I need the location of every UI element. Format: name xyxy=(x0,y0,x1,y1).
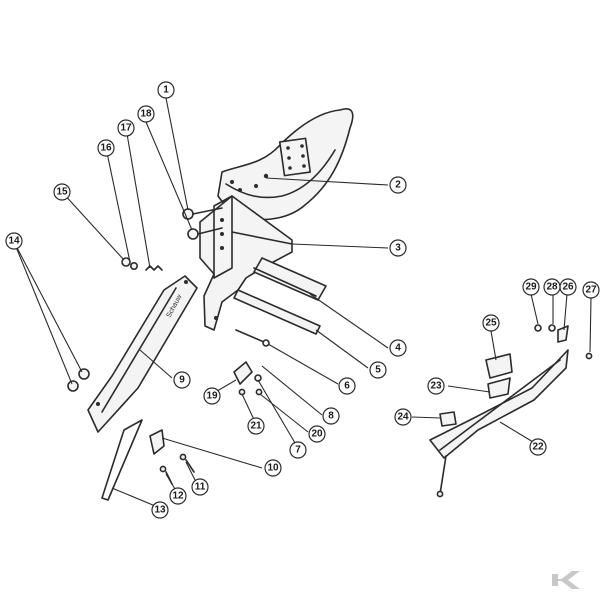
callout-25: 25 xyxy=(482,314,500,332)
svg-text:10: 10 xyxy=(267,463,279,474)
callout-2: 2 xyxy=(389,176,407,194)
svg-text:2: 2 xyxy=(395,180,401,191)
svg-text:18: 18 xyxy=(140,109,152,120)
callout-7: 7 xyxy=(289,441,307,459)
part-19-bracket xyxy=(233,361,253,385)
svg-text:3: 3 xyxy=(395,243,401,254)
callout-23: 23 xyxy=(427,377,445,395)
svg-text:13: 13 xyxy=(154,505,166,516)
part-10-12-clamp xyxy=(149,429,195,485)
svg-text:1: 1 xyxy=(163,85,169,96)
part-22-share xyxy=(429,349,569,498)
svg-text:23: 23 xyxy=(430,381,442,392)
part-13-leg xyxy=(101,419,143,501)
svg-text:7: 7 xyxy=(295,445,301,456)
svg-text:25: 25 xyxy=(485,318,497,329)
callout-22: 22 xyxy=(529,438,547,456)
leader-lines xyxy=(13,97,592,509)
callout-21: 21 xyxy=(247,417,265,435)
callout-11: 11 xyxy=(191,478,209,496)
svg-text:14: 14 xyxy=(8,236,20,247)
callout-1: 1 xyxy=(157,81,175,99)
svg-text:26: 26 xyxy=(562,282,574,293)
svg-text:6: 6 xyxy=(344,381,350,392)
part-6-bolt xyxy=(235,329,270,347)
svg-text:17: 17 xyxy=(120,123,132,134)
svg-text:11: 11 xyxy=(195,482,206,493)
part-24-clip xyxy=(439,411,457,427)
part-9-arm: Schauw xyxy=(87,275,198,433)
part-23-plate xyxy=(487,377,511,399)
svg-text:29: 29 xyxy=(525,282,537,293)
callout-5: 5 xyxy=(369,361,387,379)
svg-text:9: 9 xyxy=(179,375,185,386)
callout-18: 18 xyxy=(137,105,155,123)
callout-15: 15 xyxy=(53,183,71,201)
svg-text:22: 22 xyxy=(532,442,544,453)
callout-27: 27 xyxy=(582,281,600,299)
svg-text:20: 20 xyxy=(311,429,323,440)
callout-24: 24 xyxy=(394,408,412,426)
svg-text:24: 24 xyxy=(397,412,409,423)
callout-10: 10 xyxy=(264,459,282,477)
callout-balloons: 1 2 3 4 5 6 7 8 9 10 11 12 13 14 15 16 1… xyxy=(5,81,600,519)
part-drawings: Schauw xyxy=(67,108,593,501)
part-26-29-fasteners xyxy=(534,324,593,360)
callout-19: 19 xyxy=(203,387,221,405)
svg-text:28: 28 xyxy=(546,282,558,293)
svg-text:5: 5 xyxy=(375,365,381,376)
callout-8: 8 xyxy=(322,407,340,425)
svg-text:4: 4 xyxy=(395,343,401,354)
callout-29: 29 xyxy=(522,278,540,296)
svg-text:8: 8 xyxy=(328,411,334,422)
callout-26: 26 xyxy=(559,278,577,296)
callout-6: 6 xyxy=(338,377,356,395)
svg-text:16: 16 xyxy=(100,143,112,154)
part-4-strut xyxy=(253,257,327,301)
callout-12: 12 xyxy=(169,487,187,505)
callout-9: 9 xyxy=(173,371,191,389)
callout-28: 28 xyxy=(543,278,561,296)
callout-20: 20 xyxy=(308,425,326,443)
callout-16: 16 xyxy=(97,139,115,157)
callout-4: 4 xyxy=(389,339,407,357)
svg-text:21: 21 xyxy=(250,421,262,432)
callout-13: 13 xyxy=(151,501,169,519)
svg-text:15: 15 xyxy=(56,187,68,198)
callout-14: 14 xyxy=(5,232,23,250)
part-5-strut xyxy=(233,289,321,335)
callout-3: 3 xyxy=(389,239,407,257)
svg-text:27: 27 xyxy=(585,285,597,296)
svg-text:12: 12 xyxy=(172,491,184,502)
callout-17: 17 xyxy=(117,119,135,137)
brand-k-logo-icon xyxy=(552,571,580,589)
part-3-bracket xyxy=(199,195,293,331)
part-25-bracket xyxy=(485,353,513,379)
svg-text:19: 19 xyxy=(206,391,218,402)
